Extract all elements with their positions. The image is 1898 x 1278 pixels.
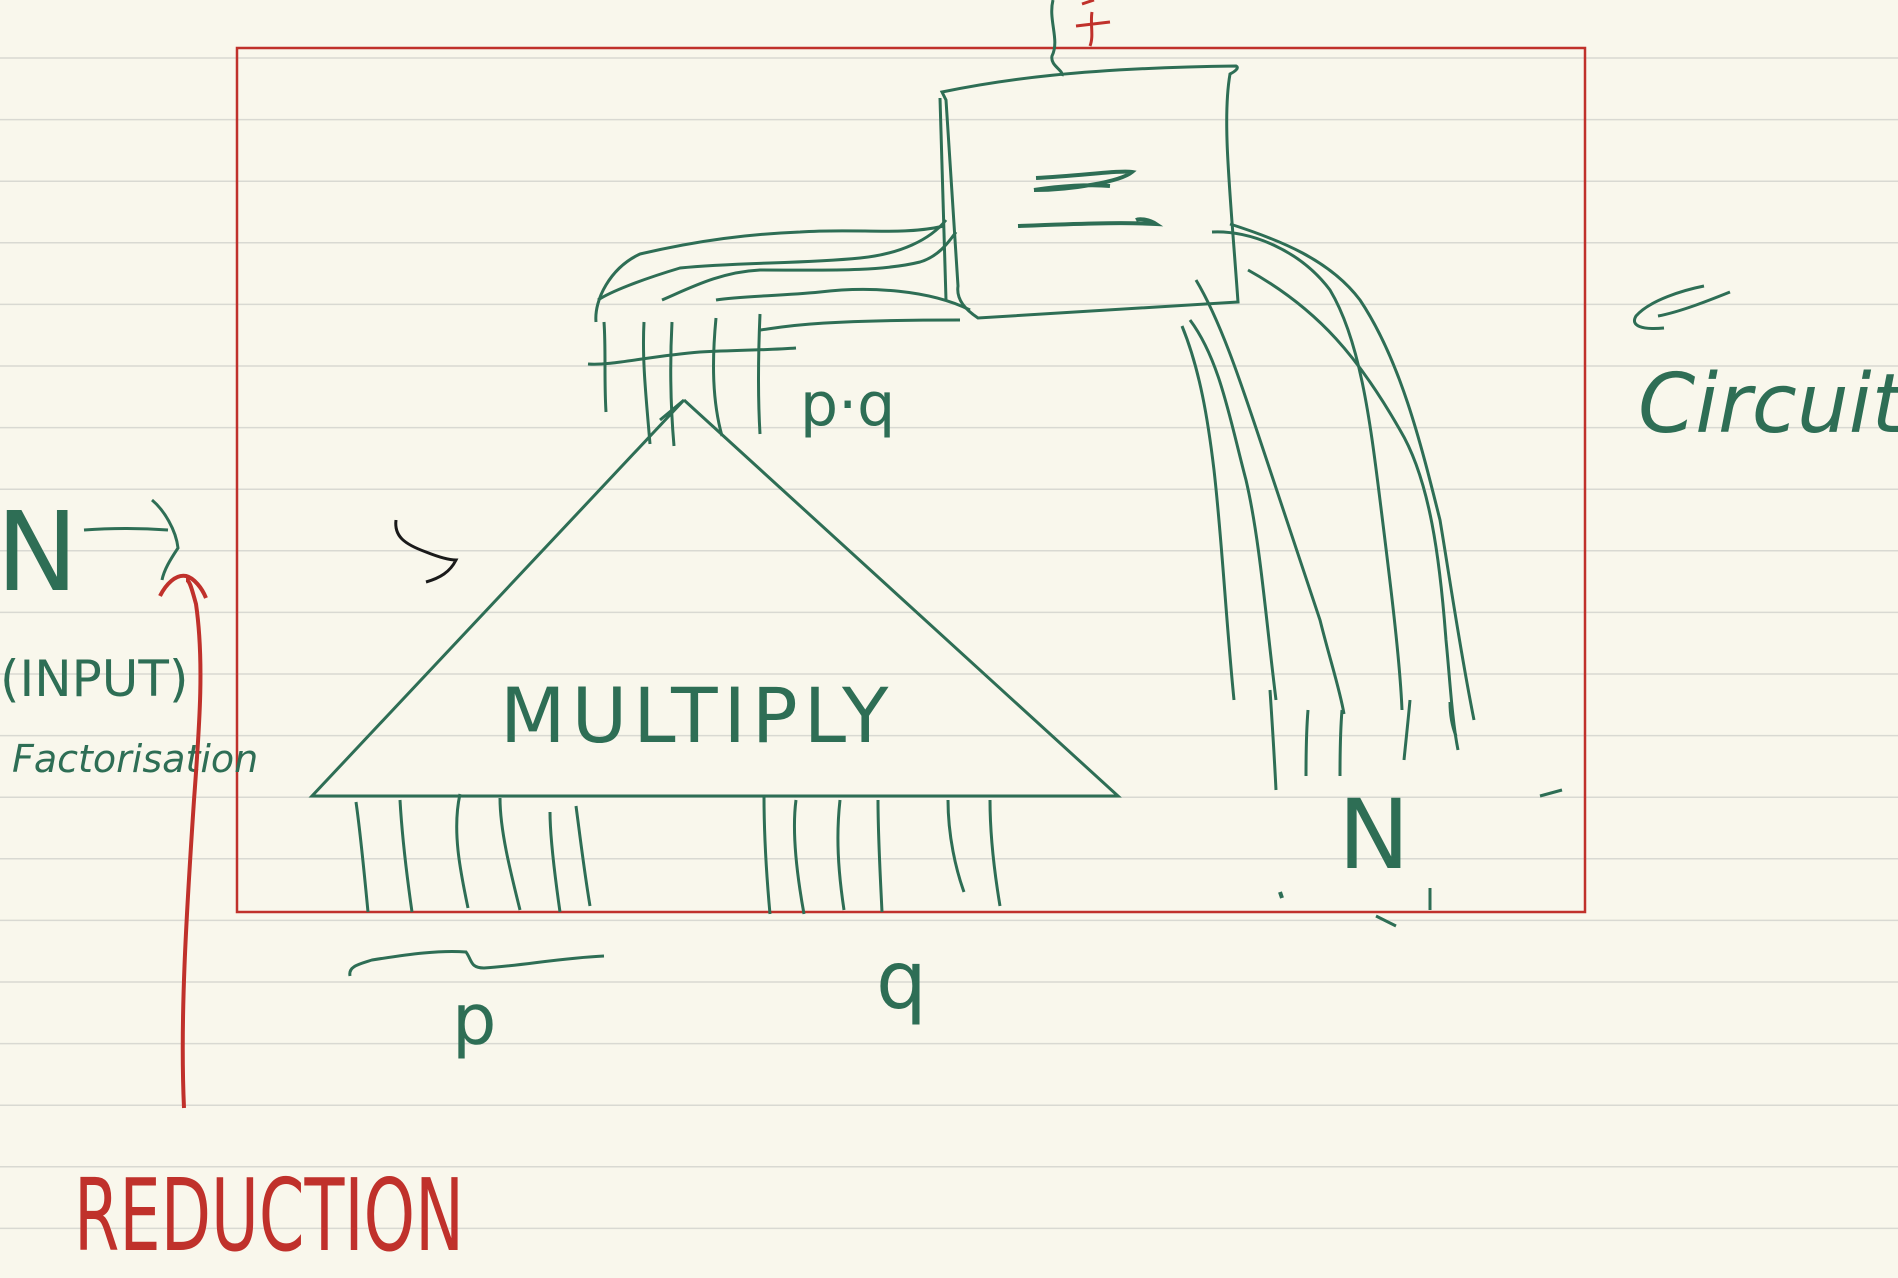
n-wires: [1180, 222, 1476, 751]
reduction-label: REDUCTION: [74, 1157, 464, 1274]
up-arrow-icon: [158, 573, 208, 1109]
product-label: p·q: [800, 370, 895, 440]
circuit-label: Circuit: [1638, 357, 1898, 452]
p-input-wires: [354, 793, 592, 913]
equals-symbol: [1017, 169, 1164, 228]
n-dash-right: [1539, 788, 1563, 798]
n-dot-left: [1278, 891, 1284, 899]
multiply-triangle: [308, 398, 1122, 798]
input-q-label: q: [876, 934, 927, 1027]
equality-box-top-edge: [938, 97, 948, 301]
equality-box: [939, 64, 1240, 320]
pq-wires: [594, 219, 971, 332]
left-arrow-icon: [1633, 284, 1731, 330]
multiply-label: MULTIPLY: [500, 671, 894, 760]
output-mark-red: [1075, 0, 1111, 47]
curl-arrow-icon: [394, 519, 459, 584]
n-bottom-mark: [1375, 888, 1432, 928]
right-arrow-icon: [83, 498, 180, 581]
output-wire: [1050, 0, 1064, 77]
left-n-label: N: [0, 488, 78, 616]
factorisation-label: Factorisation: [12, 737, 258, 781]
input-note-label: (INPUT): [0, 650, 188, 708]
circuit-box: [235, 46, 1587, 914]
n-stubs: [1268, 689, 1458, 791]
p-brace: [348, 949, 605, 977]
pq-output-stubs: [587, 313, 797, 447]
target-n-label: N: [1338, 779, 1410, 891]
input-p-label: p: [452, 979, 496, 1061]
q-input-wires: [762, 795, 1002, 915]
